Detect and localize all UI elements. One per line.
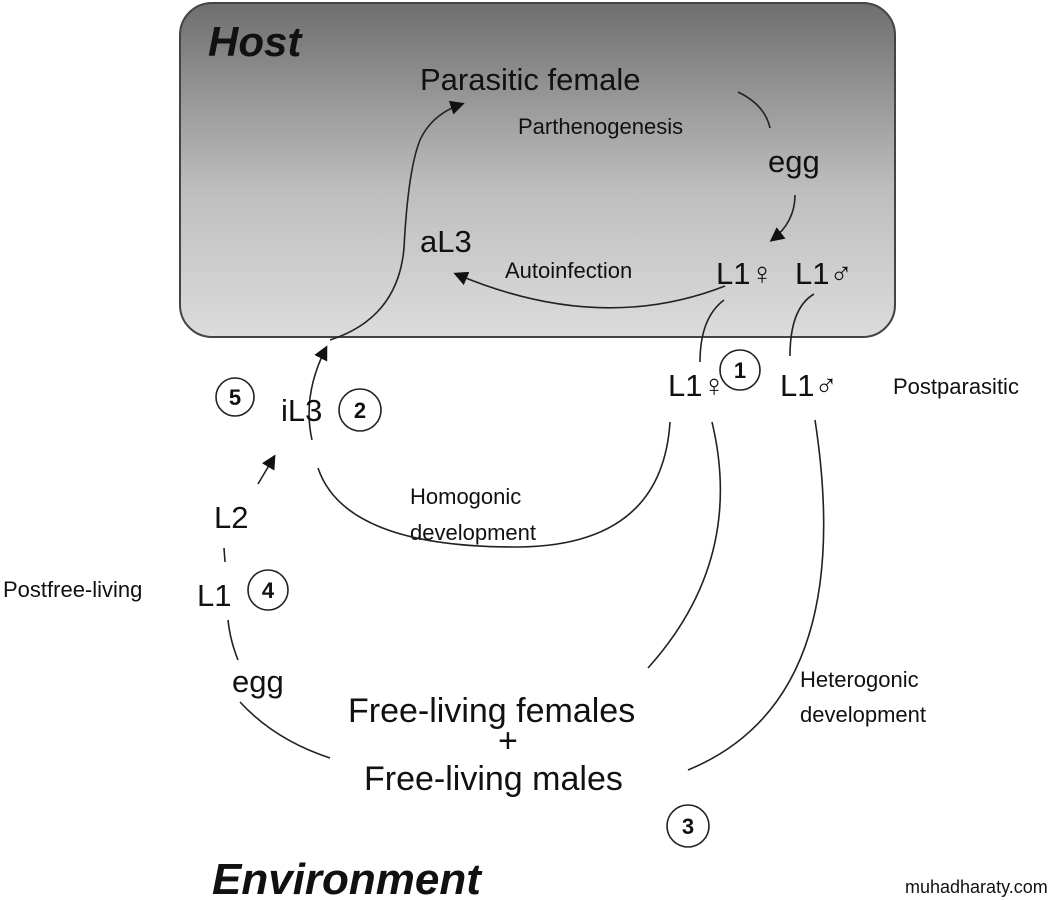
female-to-egg-curve xyxy=(737,91,771,129)
environment-title: Environment xyxy=(212,855,483,900)
step-1-circle xyxy=(719,349,761,391)
l1-to-l2-dash xyxy=(223,547,226,563)
step-5-circle xyxy=(215,377,255,417)
postparasitic-label: Postparasitic xyxy=(893,374,1019,399)
l2-to-il3-arrow xyxy=(257,454,276,485)
postparasitic-l1-male-label: L1♂ xyxy=(780,368,838,403)
to-free-females-curve xyxy=(647,421,722,669)
step-4-circle xyxy=(247,569,289,611)
heterogonic-curve xyxy=(687,419,825,771)
plus-sign: + xyxy=(498,722,518,760)
watermark: muhadharaty.com xyxy=(905,877,1048,897)
free-living-males-label: Free-living males xyxy=(364,760,623,798)
egg-to-l1-curve xyxy=(227,619,239,661)
step-3-number: 3 xyxy=(682,814,694,839)
autoinfection-label: Autoinfection xyxy=(505,258,632,283)
step-2-circle xyxy=(338,388,382,432)
parasitic-female-label: Parasitic female xyxy=(420,62,641,97)
il3-label: iL3 xyxy=(281,393,322,428)
autoinfection-arrow xyxy=(453,271,726,309)
host-box xyxy=(179,2,896,338)
step-1-number: 1 xyxy=(734,358,746,383)
l1-female-exit-curve xyxy=(699,299,725,363)
step-4-number: 4 xyxy=(262,578,275,603)
egg-to-l1-arrow xyxy=(769,194,796,242)
parthenogenesis-label: Parthenogenesis xyxy=(518,114,683,139)
postparasitic-l1-female-label: L1♀ xyxy=(668,368,726,403)
homogonic-label-line1: Homogonic xyxy=(410,484,521,509)
infection-arrow-lower xyxy=(308,345,328,441)
homogonic-label-line2: development xyxy=(410,520,536,545)
adults-to-egg-curve xyxy=(239,701,331,759)
host-egg-label: egg xyxy=(768,144,820,179)
infection-arrow-upper xyxy=(329,100,465,341)
free-l1-label: L1 xyxy=(197,578,231,613)
heterogonic-label-line2: development xyxy=(800,702,926,727)
heterogonic-label-line1: Heterogonic xyxy=(800,667,919,692)
free-egg-label: egg xyxy=(232,664,284,699)
l1-male-exit-curve xyxy=(789,293,815,357)
step-5-number: 5 xyxy=(229,385,241,410)
l2-label: L2 xyxy=(214,500,248,535)
al3-label: aL3 xyxy=(420,224,472,259)
homogonic-curve xyxy=(317,421,671,548)
postfree-living-label: Postfree-living xyxy=(3,577,142,602)
step-2-number: 2 xyxy=(354,398,366,423)
free-living-females-label: Free-living females xyxy=(348,692,635,730)
step-3-circle xyxy=(666,804,710,848)
host-l1-male-label: L1♂ xyxy=(795,256,853,291)
host-title: Host xyxy=(208,18,303,65)
host-l1-female-label: L1♀ xyxy=(716,256,774,291)
